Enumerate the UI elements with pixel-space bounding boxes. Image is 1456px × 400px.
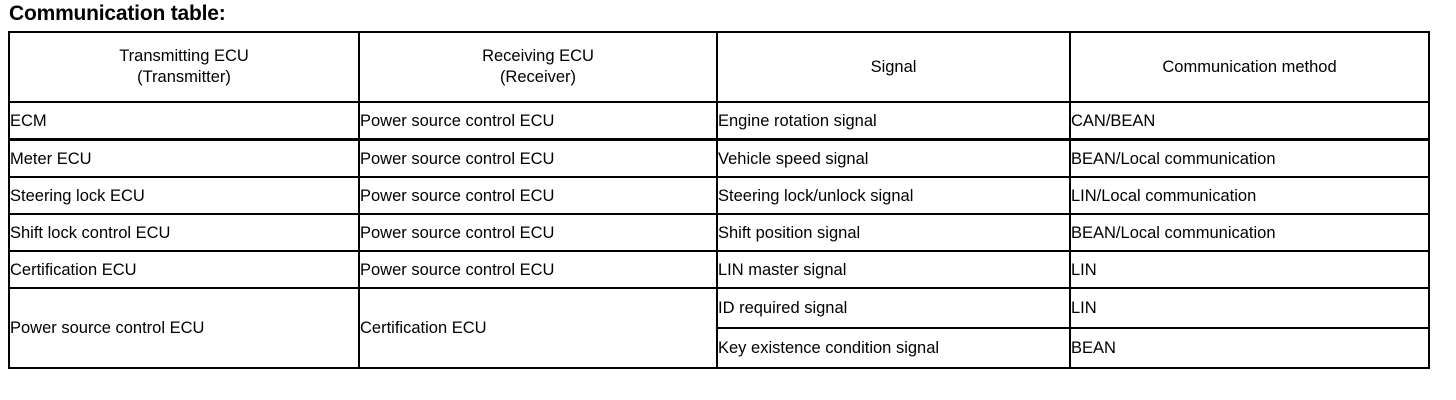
communication-table-container: Transmitting ECU (Transmitter) Receiving… bbox=[8, 31, 1430, 369]
cell-signal: Key existence condition signal bbox=[716, 327, 1071, 369]
cell-method: BEAN/Local communication bbox=[1069, 138, 1430, 178]
communication-table: Transmitting ECU (Transmitter) Receiving… bbox=[8, 31, 1430, 369]
column-header-receiving-ecu-line2: (Receiver) bbox=[499, 68, 577, 86]
column-header-communication-method-line1: Communication method bbox=[1162, 57, 1337, 76]
cell-receiver-merged: Certification ECU bbox=[358, 287, 718, 369]
cell-method: BEAN/Local communication bbox=[1069, 213, 1430, 252]
cell-transmitter: Steering lock ECU bbox=[8, 176, 360, 215]
table-row-merged-second: Key existence condition signal BEAN bbox=[9, 327, 1430, 369]
cell-method: LIN bbox=[1069, 287, 1430, 329]
cell-receiver: Power source control ECU bbox=[358, 250, 718, 289]
cell-method: LIN/Local communication bbox=[1069, 176, 1430, 215]
column-header-transmitting-ecu-line2: (Transmitter) bbox=[137, 68, 231, 86]
cell-method: LIN bbox=[1069, 250, 1430, 289]
cell-receiver: Power source control ECU bbox=[358, 138, 718, 178]
table-header-row: Transmitting ECU (Transmitter) Receiving… bbox=[8, 31, 1430, 103]
cell-transmitter: Shift lock control ECU bbox=[8, 213, 360, 252]
cell-signal: Vehicle speed signal bbox=[716, 138, 1071, 178]
column-header-communication-method: Communication method bbox=[1069, 31, 1430, 103]
cell-transmitter: Meter ECU bbox=[8, 138, 360, 178]
cell-transmitter: ECM bbox=[8, 101, 360, 141]
column-header-transmitting-ecu-line1: Transmitting ECU bbox=[119, 47, 249, 65]
table-row-merged-first: Power source control ECU Certification E… bbox=[8, 287, 1430, 369]
cell-receiver: Power source control ECU bbox=[358, 176, 718, 215]
table-body: ECM Power source control ECU Engine rota… bbox=[8, 101, 1430, 369]
page-title: Communication table: bbox=[9, 2, 226, 25]
cell-receiver: Power source control ECU bbox=[358, 213, 718, 252]
column-header-receiving-ecu: Receiving ECU (Receiver) bbox=[358, 31, 718, 103]
table-row: Certification ECU Power source control E… bbox=[8, 250, 1430, 289]
cell-transmitter: Certification ECU bbox=[8, 250, 360, 289]
cell-signal: ID required signal bbox=[716, 287, 1071, 329]
table-row: Steering lock ECU Power source control E… bbox=[8, 176, 1430, 215]
column-header-transmitting-ecu: Transmitting ECU (Transmitter) bbox=[8, 31, 360, 103]
table-row: Shift lock control ECU Power source cont… bbox=[8, 213, 1430, 252]
table-header: Transmitting ECU (Transmitter) Receiving… bbox=[8, 31, 1430, 103]
column-header-signal: Signal bbox=[716, 31, 1071, 103]
cell-transmitter-merged: Power source control ECU bbox=[8, 287, 360, 369]
cell-signal: Shift position signal bbox=[716, 213, 1071, 252]
column-header-signal-line1: Signal bbox=[870, 57, 917, 76]
cell-method: BEAN bbox=[1069, 327, 1430, 369]
column-header-receiving-ecu-line1: Receiving ECU bbox=[482, 47, 594, 65]
cell-signal: Steering lock/unlock signal bbox=[716, 176, 1071, 215]
table-row: ECM Power source control ECU Engine rota… bbox=[8, 101, 1430, 141]
cell-receiver: Power source control ECU bbox=[358, 101, 718, 141]
cell-signal: LIN master signal bbox=[716, 250, 1071, 289]
table-row: Meter ECU Power source control ECU Vehic… bbox=[8, 138, 1430, 178]
cell-method: CAN/BEAN bbox=[1069, 101, 1430, 141]
cell-signal: Engine rotation signal bbox=[716, 101, 1071, 141]
